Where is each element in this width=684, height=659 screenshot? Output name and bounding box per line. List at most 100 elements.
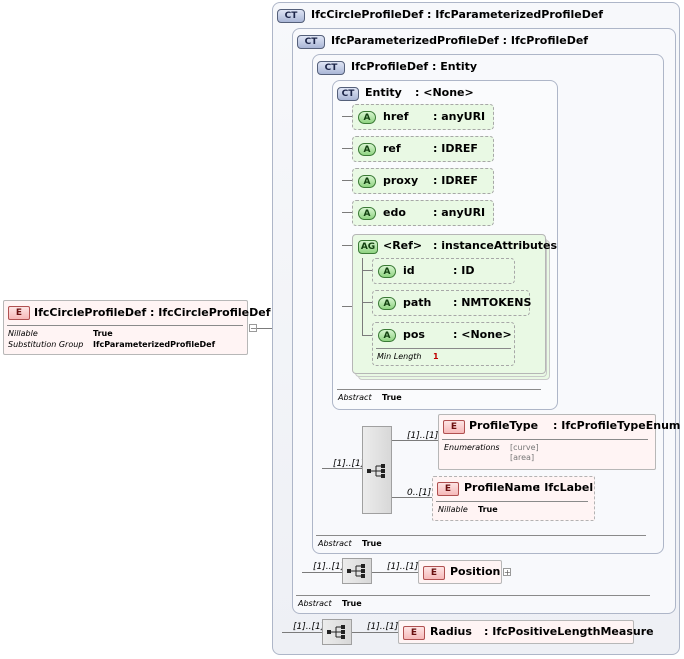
entity-type: : <None>	[415, 86, 474, 99]
cardinality: [1]..[1]	[387, 562, 419, 572]
attribute-group-name: <Ref>	[383, 239, 423, 252]
connector	[392, 440, 438, 441]
element-badge: E	[403, 626, 425, 640]
element-profile-type[interactable]: E ProfileType : IfcProfileTypeEnum Enume…	[438, 414, 680, 470]
complex-type-badge: CT	[317, 61, 345, 75]
sequence-icon	[327, 625, 345, 639]
element-type: : IfcLabel	[536, 481, 594, 494]
sequence-compositor[interactable]	[322, 619, 352, 645]
attribute-badge: A	[378, 265, 396, 278]
attribute-badge: A	[358, 111, 376, 124]
cardinality: 0..[1]	[407, 488, 432, 498]
attribute-path[interactable]: A path : NMTOKENS	[372, 290, 532, 316]
connector	[362, 270, 372, 271]
attribute-pos[interactable]: A pos : <None> Min Length 1	[372, 322, 515, 366]
nillable-key: Nillable	[438, 505, 468, 514]
abstract-key: Abstract	[318, 539, 352, 548]
attribute-type: : IDREF	[433, 142, 478, 155]
complex-type-title: IfcProfileDef : Entity	[351, 60, 478, 73]
connector	[282, 632, 322, 633]
entity-name: Entity	[365, 86, 402, 99]
cardinality: [1]..[1]	[407, 431, 439, 441]
element-badge: E	[437, 482, 459, 496]
complex-type-badge: CT	[297, 35, 325, 49]
attribute-type: : anyURI	[433, 206, 486, 219]
prop-value: True	[93, 329, 113, 338]
attribute-proxy[interactable]: A proxy : IDREF	[352, 168, 494, 194]
attribute-name: ref	[383, 142, 401, 155]
attribute-type: : <None>	[453, 328, 512, 341]
attribute-href[interactable]: A href : anyURI	[352, 104, 494, 130]
plus-icon[interactable]: +	[503, 568, 511, 577]
complex-type-title: IfcCircleProfileDef : IfcParameterizedPr…	[311, 8, 604, 21]
enumeration-value: [area]	[510, 453, 535, 462]
attribute-badge: A	[358, 207, 376, 220]
connector	[342, 306, 352, 307]
nillable-value: True	[478, 505, 498, 514]
sequence-compositor[interactable]	[362, 426, 392, 514]
element-badge: E	[8, 306, 30, 320]
sequence-icon	[367, 464, 385, 478]
complex-type-badge: CT	[337, 87, 359, 101]
connector	[362, 335, 372, 336]
cardinality: [1]..[1]	[313, 562, 345, 572]
separator	[337, 389, 541, 390]
element-badge: E	[423, 566, 445, 580]
attribute-type: : anyURI	[433, 110, 486, 123]
connector	[322, 468, 362, 469]
attribute-badge: A	[358, 175, 376, 188]
cardinality: [1]..[1]	[333, 459, 365, 469]
connector	[257, 328, 282, 329]
prop-value: IfcParameterizedProfileDef	[93, 340, 216, 349]
attribute-ref[interactable]: A ref : IDREF	[352, 136, 494, 162]
element-position[interactable]: E Position	[418, 560, 502, 584]
element-profile-name[interactable]: E ProfileName : IfcLabel Nillable True	[432, 476, 595, 521]
element-name: ProfileName	[464, 481, 540, 494]
connector	[392, 497, 432, 498]
abstract-value: True	[362, 539, 382, 548]
min-length-key: Min Length	[377, 352, 422, 361]
element-badge: E	[443, 420, 465, 434]
collapse-icon[interactable]: −	[249, 324, 257, 333]
attribute-group-type: : instanceAttributes	[433, 239, 558, 252]
element-name: Radius	[430, 625, 472, 638]
attribute-type: : NMTOKENS	[453, 296, 532, 309]
sequence-compositor[interactable]	[342, 558, 372, 584]
complex-type-badge: CT	[277, 9, 305, 23]
prop-key: Nillable	[8, 329, 38, 338]
separator	[316, 535, 646, 536]
root-element-title: IfcCircleProfileDef : IfcCircleProfileDe…	[34, 306, 271, 319]
root-element[interactable]: E IfcCircleProfileDef : IfcCircleProfile…	[3, 300, 271, 355]
separator	[376, 348, 511, 349]
attribute-badge: A	[358, 143, 376, 156]
attribute-name: edo	[383, 206, 406, 219]
attribute-type: : IDREF	[433, 174, 478, 187]
abstract-value: True	[342, 599, 362, 608]
complex-type-title: IfcParameterizedProfileDef : IfcProfileD…	[331, 34, 589, 47]
attribute-type: : ID	[453, 264, 475, 277]
connector	[342, 212, 352, 213]
attribute-id[interactable]: A id : ID	[372, 258, 515, 284]
connector	[302, 572, 342, 573]
connector	[362, 258, 363, 336]
separator	[296, 595, 650, 596]
element-name: ProfileType	[469, 419, 539, 432]
connector	[362, 302, 372, 303]
separator	[436, 501, 588, 502]
enumeration-value: [curve]	[510, 443, 539, 452]
connector	[342, 148, 352, 149]
abstract-value: True	[382, 393, 402, 402]
connector	[342, 116, 352, 117]
connector	[352, 632, 398, 633]
connector	[342, 180, 352, 181]
cardinality: [1]..[1]	[293, 622, 325, 632]
prop-key: Substitution Group	[8, 340, 84, 349]
attribute-name: id	[403, 264, 415, 277]
attribute-badge: A	[378, 297, 396, 310]
attribute-edo[interactable]: A edo : anyURI	[352, 200, 494, 226]
connector	[342, 245, 352, 246]
element-radius[interactable]: E Radius : IfcPositiveLengthMeasure	[398, 620, 654, 644]
attribute-group-badge: AG	[358, 240, 378, 254]
attribute-badge: A	[378, 329, 396, 342]
connector	[372, 572, 418, 573]
